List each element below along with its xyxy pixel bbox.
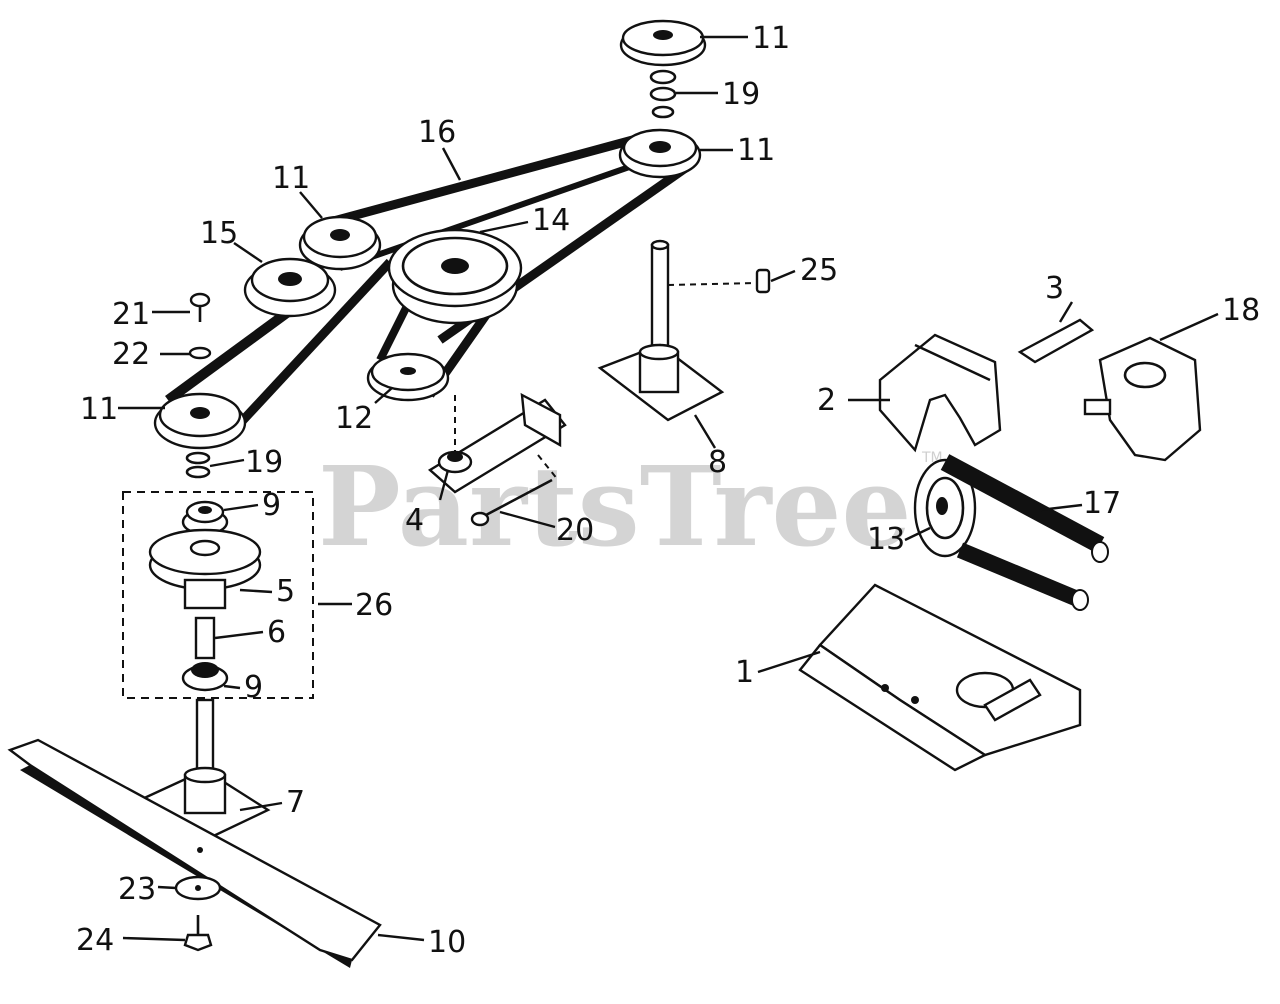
pulley-11-top	[619, 19, 707, 67]
callout-1: 1	[735, 655, 754, 690]
idler-bracket-4	[427, 392, 567, 494]
deck-1	[798, 583, 1082, 772]
callout-6: 6	[267, 615, 286, 650]
callout-19: 19	[245, 445, 283, 480]
pulley-12	[366, 352, 450, 402]
callout-labels: 11 19 11 16 11 14 15 25 3 18 21 22 2 11 …	[76, 21, 1260, 960]
gearbox-18	[1083, 336, 1202, 462]
callout-7: 7	[286, 785, 305, 820]
assembly-26-box	[122, 491, 314, 699]
blade-10	[7, 738, 382, 968]
callout-9: 9	[262, 488, 281, 523]
washers-19-lower	[185, 451, 211, 479]
callout-16: 16	[418, 115, 456, 150]
pulley-14	[387, 228, 523, 325]
callout-10: 10	[428, 925, 466, 960]
spacer-6	[194, 616, 216, 660]
watermark-text: PartsTree	[318, 442, 912, 571]
leader-lines	[118, 35, 1219, 942]
callout-17: 17	[1083, 486, 1121, 521]
callout-13: 13	[867, 522, 905, 557]
callout-8: 8	[708, 445, 727, 480]
callout-26: 26	[355, 588, 393, 623]
callout-18: 18	[1222, 293, 1260, 328]
bolt-24	[183, 915, 213, 952]
key-25	[755, 268, 771, 294]
callout-25: 25	[800, 253, 838, 288]
bearing-9-lower	[181, 662, 229, 692]
spindle-8	[597, 239, 725, 422]
callout-3: 3	[1045, 271, 1064, 306]
callout-20: 20	[556, 513, 594, 548]
belt-cover-2	[878, 333, 1002, 453]
housing-5	[148, 528, 262, 610]
pulley-11-left-lower	[153, 392, 247, 450]
callout-4: 4	[405, 503, 424, 538]
washer-23	[174, 875, 222, 901]
callout-9: 9	[244, 670, 263, 705]
belt-17	[940, 454, 1109, 611]
washer-22	[188, 346, 212, 360]
callout-24: 24	[76, 923, 114, 958]
callout-2: 2	[817, 383, 836, 418]
callout-11: 11	[752, 21, 790, 56]
callout-11: 11	[80, 392, 118, 427]
bolt-20	[470, 478, 553, 527]
callout-23: 23	[118, 872, 156, 907]
callout-12: 12	[335, 401, 373, 436]
pulley-15	[243, 257, 337, 318]
spindle-7	[137, 698, 271, 842]
callout-11: 11	[272, 161, 310, 196]
callout-22: 22	[112, 337, 150, 372]
pulley-11-upper-right	[618, 128, 702, 179]
pulley-13	[913, 458, 977, 558]
callout-15: 15	[200, 216, 238, 251]
washers-19-top	[649, 69, 677, 119]
callout-5: 5	[276, 574, 295, 609]
callout-19: 19	[722, 77, 760, 112]
callout-21: 21	[112, 297, 150, 332]
callout-14: 14	[532, 203, 570, 238]
bolt-21	[189, 292, 211, 322]
bearing-9-upper	[181, 500, 229, 536]
plate-3	[1017, 318, 1095, 364]
pulley-11-left-upper	[298, 215, 382, 271]
callout-11: 11	[737, 133, 775, 168]
